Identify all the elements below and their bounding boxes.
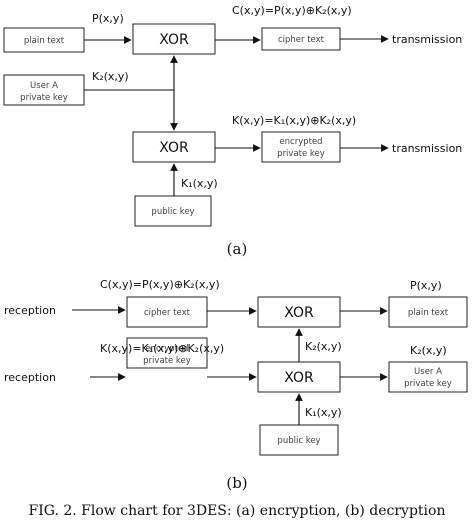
b-public-key-label: public key (277, 436, 320, 446)
a-encrypted-line2: private key (277, 149, 325, 159)
a-encrypted-key-box (261, 131, 341, 163)
a-label-p: P(x,y) (92, 12, 124, 25)
a-xor-bottom-box (132, 131, 216, 163)
b-xor-bottom-box (257, 361, 341, 393)
a-user-a-key-line1: User A (30, 81, 58, 91)
part-b-diagram: cipher text encrypted private key XOR XO… (4, 278, 468, 492)
b-xor-top-box (257, 296, 341, 328)
b-encrypted-line2: private key (143, 356, 191, 366)
a-public-key-box (134, 195, 212, 227)
a-label-k2: K₂(x,y) (92, 70, 129, 83)
b-label-p-out: P(x,y) (410, 279, 442, 292)
a-cipher-text-label: cipher text (278, 35, 325, 45)
b-plain-text-label: plain text (408, 308, 449, 318)
b-encrypted-key-box (126, 337, 208, 369)
a-plain-text-box (3, 27, 85, 53)
b-xor-top-label: XOR (284, 305, 314, 321)
a-label-k-eq: K(x,y)=K₁(x,y)⊕K₂(x,y) (232, 114, 356, 127)
a-user-a-key-box (3, 74, 85, 106)
a-transmission-2: transmission (392, 142, 462, 155)
b-user-a-key-line2: private key (404, 379, 452, 389)
b-public-key-box (259, 424, 339, 456)
a-user-a-key-line2: private key (20, 93, 68, 103)
a-encrypted-line1: encrypted (279, 137, 322, 147)
b-label-k2-out: K₂(x,y) (410, 344, 447, 357)
b-reception-1: reception (4, 304, 56, 317)
a-label-k1: K₁(x,y) (181, 177, 218, 190)
part-a-diagram: plain text User A private key XOR cipher… (3, 4, 462, 258)
figure-caption: FIG. 2. Flow chart for 3DES: (a) encrypt… (29, 503, 446, 519)
a-transmission-1: transmission (392, 33, 462, 46)
b-encrypted-line1: encrypted (145, 344, 188, 354)
b-cipher-text-label: cipher text (144, 308, 191, 318)
b-label-c-eq: C(x,y)=P(x,y)⊕K₂(x,y) (100, 278, 220, 291)
b-reception-2: reception (4, 371, 56, 384)
b-label-k1: K₁(x,y) (305, 406, 342, 419)
b-label-k2-mid: K₂(x,y) (305, 340, 342, 353)
a-public-key-label: public key (151, 207, 194, 217)
a-label-c-eq: C(x,y)=P(x,y)⊕K₂(x,y) (232, 4, 352, 17)
b-label-k-eq: K(x,y)=K₁(x,y)⊕K₂(x,y) (100, 342, 224, 355)
b-plain-text-box (388, 296, 468, 328)
b-caption: (b) (226, 474, 247, 492)
a-xor-top-box (132, 23, 216, 55)
b-xor-bottom-label: XOR (284, 370, 314, 386)
b-cipher-text-box (126, 296, 208, 328)
a-caption: (a) (227, 240, 248, 258)
b-user-a-key-line1: User A (414, 367, 442, 377)
a-xor-bottom-label: XOR (159, 140, 189, 156)
a-xor-top-label: XOR (159, 32, 189, 48)
b-user-a-key-box (388, 361, 468, 393)
a-plain-text-label: plain text (24, 36, 65, 46)
